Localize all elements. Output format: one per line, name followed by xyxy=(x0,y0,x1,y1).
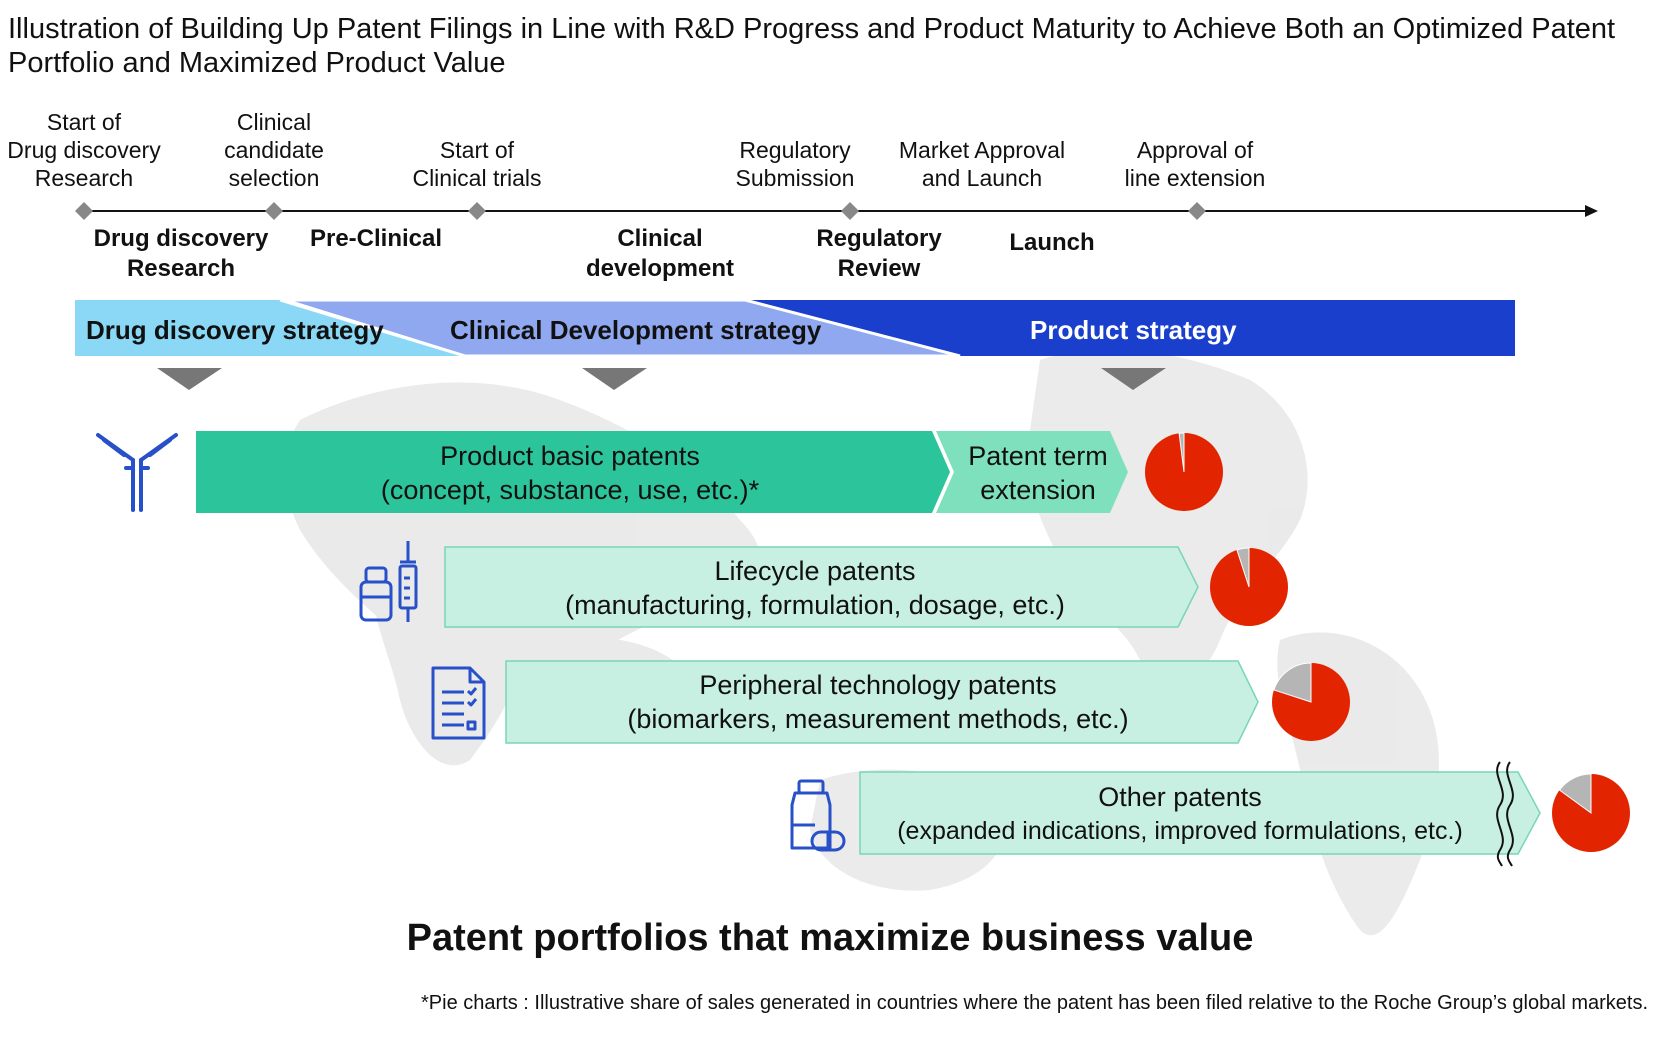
milestone-label: Regulatory Submission xyxy=(735,137,855,191)
bottom-title: Patent portfolios that maximize business… xyxy=(406,917,1254,959)
break-line xyxy=(1506,761,1514,867)
peripheral-patents-title: Peripheral technology patents xyxy=(699,670,1057,700)
timeline-arrowhead xyxy=(1585,205,1598,217)
lifecycle-patents-detail: (manufacturing, formulation, dosage, etc… xyxy=(565,590,1065,620)
page-title: Illustration of Building Up Patent Filin… xyxy=(8,13,1616,79)
milestone-marker xyxy=(1188,202,1206,220)
basic-patents-bar xyxy=(196,431,950,513)
milestone-markers xyxy=(75,202,1206,220)
basic-patents-detail: (concept, substance, use, etc.)* xyxy=(380,475,760,505)
drug-discovery-pointer xyxy=(157,368,222,390)
patent-term-title: Patent term xyxy=(968,441,1108,471)
product-pointer xyxy=(1101,368,1166,390)
pie-rest-slice xyxy=(1273,662,1312,703)
milestone-label: Start of Clinical trials xyxy=(412,137,542,191)
pie-rest-slice xyxy=(1236,547,1250,588)
milestone-label: Start of Drug discovery Research xyxy=(7,109,161,191)
phase-label: Regulatory Review xyxy=(816,225,942,282)
pie-rest-slice xyxy=(1558,773,1592,814)
peripheral-patents-bar xyxy=(505,660,1259,744)
phase-label: Pre-Clinical xyxy=(309,225,443,252)
other-patents-title: Other patents xyxy=(1098,782,1262,812)
vial-syringe-icon xyxy=(359,541,418,622)
milestone-marker xyxy=(841,202,859,220)
phase-label: Launch xyxy=(1009,229,1095,256)
other-patents-detail: (expanded indications, improved formulat… xyxy=(897,817,1463,845)
other-patents-bar xyxy=(859,771,1541,855)
phase-label: Clinical development xyxy=(585,225,735,282)
basic-patents-title: Product basic patents xyxy=(440,441,700,471)
milestone-label: Clinical candidate selection xyxy=(224,109,324,191)
drug-discovery-strategy-label: Drug discovery strategy xyxy=(86,315,384,345)
lifecycle-patents-title: Lifecycle patents xyxy=(714,556,916,586)
lifecycle-patents-bar xyxy=(444,546,1199,628)
pie-rest-slice xyxy=(1178,432,1185,473)
clinical-strategy-band xyxy=(280,300,960,356)
bottle-capsule-icon xyxy=(790,779,846,852)
clinical-strategy-label: Clinical Development strategy xyxy=(450,315,822,345)
antibody-icon xyxy=(96,433,178,512)
checklist-document-icon xyxy=(431,666,486,740)
milestone-label: Market Approval and Launch xyxy=(898,137,1066,191)
milestone-marker xyxy=(468,202,486,220)
product-strategy-label: Product strategy xyxy=(1030,315,1237,345)
footnote: *Pie charts : Illustrative share of sale… xyxy=(421,992,1648,1014)
patent-term-extension-bar xyxy=(936,431,1128,513)
peripheral-patents-detail: (biomarkers, measurement methods, etc.) xyxy=(627,704,1129,734)
milestone-marker xyxy=(75,202,93,220)
milestone-label: Approval of line extension xyxy=(1124,137,1266,191)
milestone-marker xyxy=(265,202,283,220)
clinical-pointer xyxy=(582,368,647,390)
break-line xyxy=(1496,761,1504,867)
patent-term-detail: extension xyxy=(980,475,1096,505)
phase-label: Drug discovery Research xyxy=(93,225,269,282)
drug-discovery-strategy-band xyxy=(75,300,465,356)
